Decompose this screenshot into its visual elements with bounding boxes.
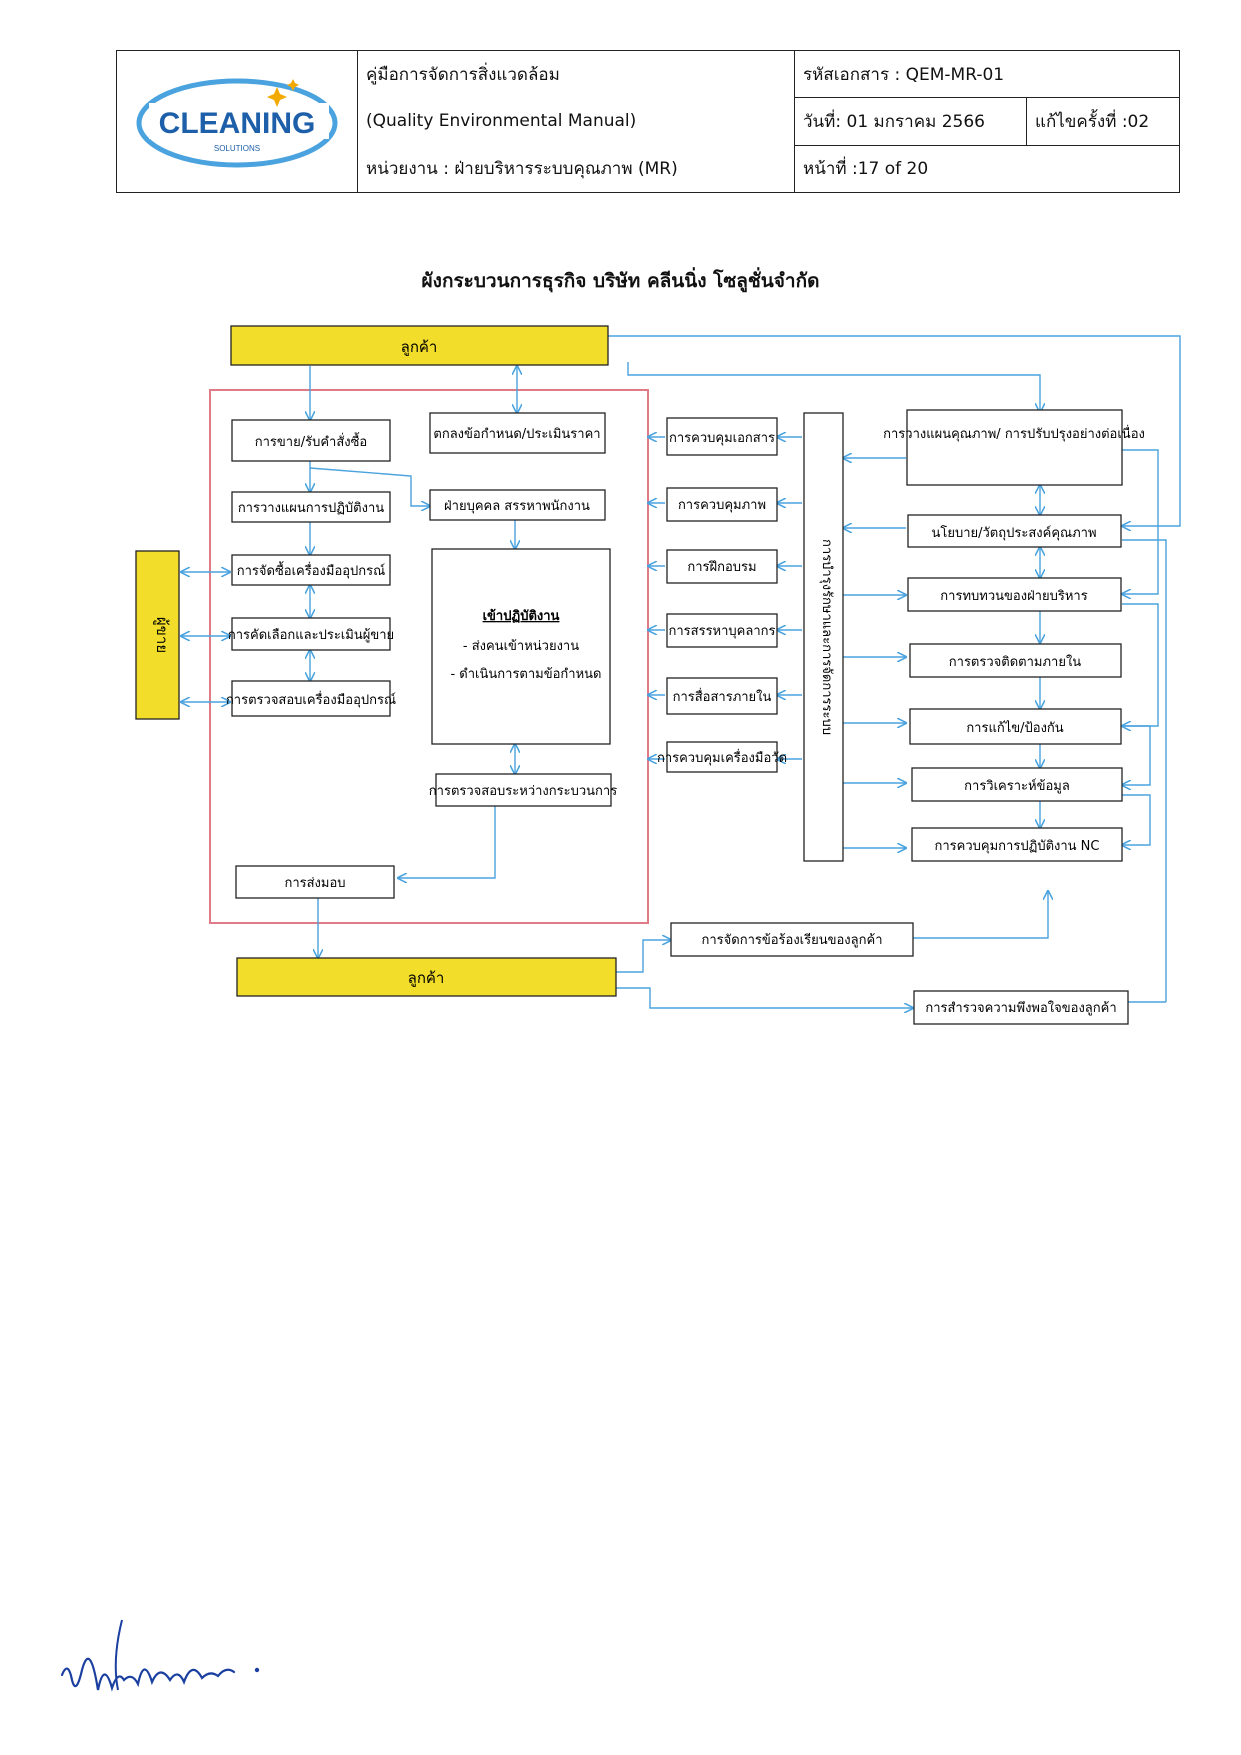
left-box-equipment-check (231, 680, 391, 717)
support-label-quality-control: การควบคุมภาพ (678, 498, 766, 513)
sparkle-icon (287, 79, 299, 91)
customer-top-box (230, 325, 609, 366)
in-process-inspection-box (435, 773, 612, 807)
system-management-label: การบำรุงรักษาและการจัดการระบบ (819, 539, 834, 735)
left-box-purchasing (231, 554, 391, 586)
support-label-document-control: การควบคุมเอกสาร (669, 431, 775, 446)
in-process-inspection-label: การตรวจสอบระหว่างกระบวนการ (429, 784, 617, 799)
agree-spec-label: ตกลงข้อกำหนด/ประเมินราคา (433, 427, 600, 442)
right-box-corrective-action (909, 708, 1122, 745)
support-box-training (666, 549, 778, 584)
work-execution-box (431, 548, 611, 745)
satisfaction-survey-label: การสำรวจความพึงพอใจของลูกค้า (925, 1000, 1116, 1016)
logo-subtext: SOLUTIONS (214, 144, 260, 153)
right-label-management-review: การทบทวนของฝ่ายบริหาร (940, 589, 1087, 604)
support-box-internal-communication (666, 677, 778, 715)
complaint-handling-label: การจัดการข้อร้องเรียนของลูกค้า (701, 932, 882, 948)
right-label-data-analysis: การวิเคราะห์ข้อมูล (964, 778, 1070, 794)
right-box-quality-policy (907, 514, 1122, 548)
handwritten-signature (60, 1619, 260, 1692)
work-item-follow-spec: - ดำเนินการตามข้อกำหนด (450, 667, 601, 682)
manual-title-en: (Quality Environmental Manual) (357, 97, 795, 146)
left-label-purchasing: การจัดซื้อเครื่องมืออุปกรณ์ (237, 561, 385, 579)
right-box-nc-control (911, 827, 1123, 862)
customer-bottom-box (236, 957, 617, 997)
work-item-send-staff: - ส่งคนเข้าหน่วยงาน (463, 639, 579, 654)
right-label-corrective-action: การแก้ไข/ป้องกัน (966, 720, 1063, 736)
right-box-internal-audit (909, 643, 1122, 678)
logo-cell: CLEANING SOLUTIONS (116, 50, 358, 193)
left-label-sales: การขาย/รับคำสั่งซื้อ (255, 432, 367, 450)
left-label-equipment-check: การตรวจสอบเครื่องมืออุปกรณ์ (226, 691, 396, 708)
revision-number: แก้ไขครั้งที่ :02 (1026, 97, 1180, 146)
company-logo: CLEANING SOLUTIONS (136, 78, 338, 168)
page-number: หน้าที่ :17 of 20 (794, 144, 1180, 194)
right-label-quality-planning: การวางแผนคุณภาพ/ การปรับปรุงอย่างต่อเนื่… (883, 425, 1145, 442)
doc-code: รหัสเอกสาร : QEM-MR-01 (794, 49, 1180, 99)
right-box-data-analysis (911, 767, 1123, 802)
hr-recruit-box (429, 489, 606, 521)
left-label-work-plan: การวางแผนการปฏิบัติงาน (238, 501, 384, 516)
support-box-measuring-tools (666, 741, 778, 773)
agree-spec-box (429, 412, 606, 454)
customer-top-label: ลูกค้า (401, 338, 438, 356)
system-management-bar (803, 412, 844, 862)
left-label-supplier-evaluation: การคัดเลือกและประเมินผู้ขาย (228, 627, 394, 643)
supplier-box (135, 550, 180, 720)
manual-title-th: คู่มือการจัดการสิ่งแวดล้อม (357, 49, 795, 98)
delivery-box (235, 865, 395, 899)
customer-bottom-label: ลูกค้า (408, 969, 445, 987)
flowchart-title: ผังกระบวนการธุรกิจ บริษัท คลีนนิ่ง โซลูช… (421, 270, 820, 292)
operations-frame (209, 389, 649, 924)
support-label-recruitment: การสรรหาบุคลากร (669, 624, 776, 639)
support-label-internal-communication: การสื่อสารภายใน (673, 688, 772, 705)
right-box-quality-planning (906, 409, 1123, 486)
right-box-management-review (907, 577, 1122, 612)
connectors (181, 335, 1181, 1008)
support-label-training: การฝึกอบรม (687, 560, 756, 575)
support-box-quality-control (666, 487, 778, 522)
complaint-handling-box (670, 922, 914, 957)
work-execution-title: เข้าปฏิบัติงาน (483, 608, 560, 624)
support-box-recruitment (666, 613, 778, 648)
right-label-internal-audit: การตรวจติดตามภายใน (949, 654, 1082, 670)
supplier-label: ผู้ขาย (153, 617, 171, 653)
support-label-measuring-tools: การควบคุมเครื่องมือวัด (657, 749, 787, 766)
hr-recruit-label: ฝ่ายบุคคล สรรหาพนักงาน (444, 499, 590, 514)
right-label-nc-control: การควบคุมการปฏิบัติงาน NC (935, 839, 1100, 854)
document-header: CLEANING SOLUTIONS คู่มือการจัดการสิ่งแว… (116, 49, 1180, 194)
logo-wordmark: CLEANING (159, 107, 316, 140)
support-box-document-control (666, 417, 778, 456)
delivery-label: การส่งมอบ (284, 876, 345, 891)
satisfaction-survey-box (913, 990, 1129, 1025)
left-box-work-plan (231, 491, 391, 523)
department: หน่วยงาน : ฝ่ายบริหารระบบคุณภาพ (MR) (357, 145, 795, 194)
left-box-supplier-evaluation (231, 617, 391, 651)
right-label-quality-policy: นโยบาย/วัตถุประสงค์คุณภาพ (931, 525, 1096, 541)
sparkle-icon (267, 87, 287, 107)
left-box-sales (231, 419, 391, 462)
